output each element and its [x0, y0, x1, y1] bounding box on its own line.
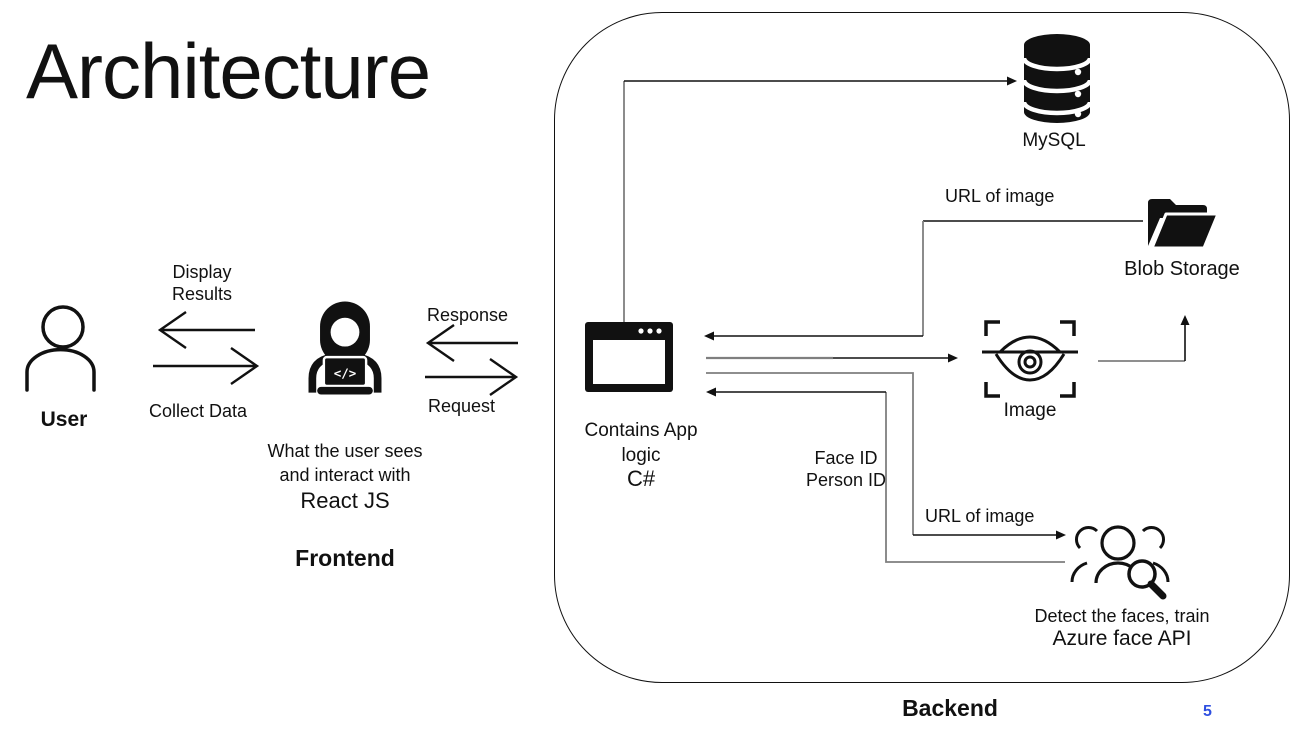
face-api-icon [1070, 525, 1170, 600]
app-caption: Contains App logic [584, 420, 698, 466]
face-api-tech-label: Azure face API [1052, 627, 1192, 650]
mysql-database-icon [1024, 34, 1090, 123]
dev-caption: What the user sees and interact with [267, 441, 423, 485]
app-tech-label: C# [626, 466, 656, 491]
face-ids-label: Face ID Person ID [805, 448, 887, 490]
backend-section-label: Backend [902, 695, 998, 721]
browser-window-icon [585, 322, 673, 392]
image-label: Image [1003, 400, 1057, 421]
user-icon [25, 305, 96, 392]
url-of-image-top-label: URL of image [945, 186, 1055, 206]
frontend-section-label: Frontend [295, 545, 395, 571]
dev-tech-label: React JS [300, 488, 390, 513]
response-label: Response [427, 305, 509, 325]
page-number: 5 [1203, 703, 1212, 720]
mysql-label: MySQL [1022, 130, 1086, 151]
backend-container [554, 12, 1290, 683]
arrow-display-results [157, 311, 255, 349]
blob-storage-label: Blob Storage [1124, 258, 1240, 280]
developer-icon: </> [308, 301, 382, 395]
arrow-response [425, 324, 518, 362]
display-results-label: Display Results [171, 262, 233, 304]
face-api-caption: Detect the faces, train [1034, 606, 1210, 626]
request-label: Request [428, 396, 496, 416]
blob-storage-icon [1148, 199, 1220, 250]
collect-data-label: Collect Data [148, 401, 248, 421]
image-scan-icon [982, 320, 1078, 398]
user-label: User [40, 408, 88, 431]
slide-title: Architecture [26, 27, 431, 115]
url-of-image-bottom-label: URL of image [925, 506, 1035, 526]
laptop-code-glyph: </> [334, 365, 357, 380]
arrow-request [425, 358, 519, 396]
arrow-collect-data [153, 347, 260, 385]
